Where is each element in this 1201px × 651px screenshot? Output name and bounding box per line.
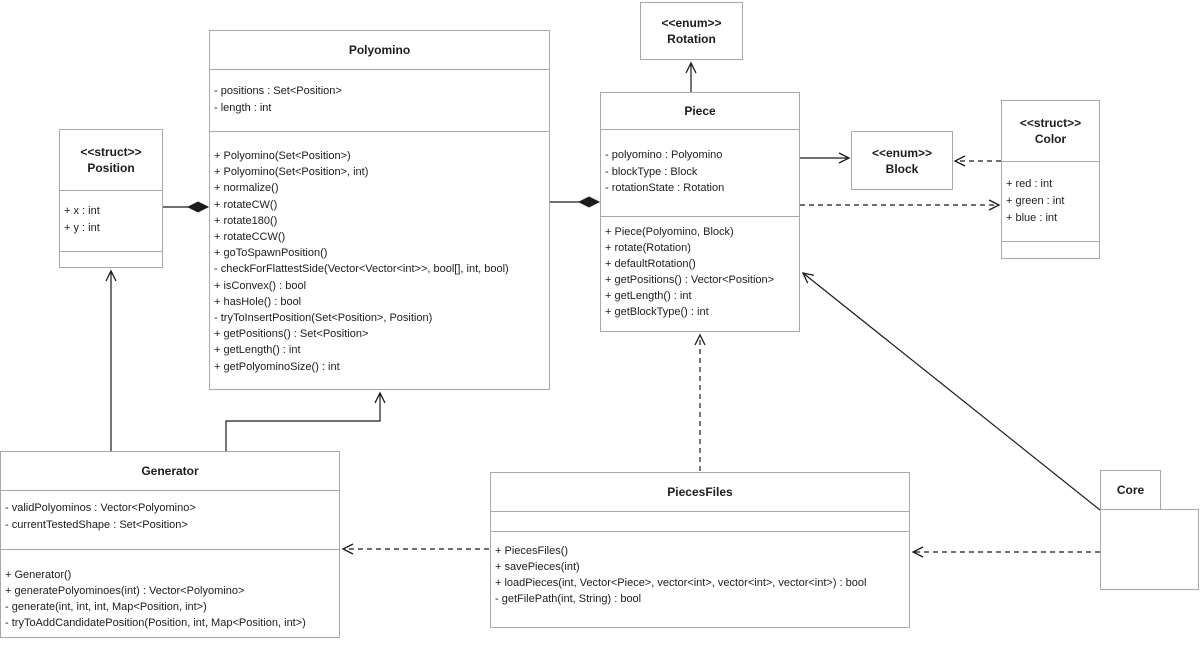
package-name: Core <box>1116 483 1145 497</box>
class-polyomino[interactable]: Polyomino - positions : Set<Position> - … <box>209 30 550 390</box>
method-row: + rotate(Rotation) <box>605 242 691 254</box>
method-row: + isConvex() : bool <box>214 279 307 292</box>
class-header: Piece <box>601 93 799 130</box>
class-header: PiecesFiles <box>491 473 909 512</box>
class-name: PiecesFiles <box>667 485 733 499</box>
enum-block[interactable]: <<enum>> Block <box>851 131 953 190</box>
class-piece[interactable]: Piece - polyomino : Polyomino - blockTyp… <box>600 92 800 332</box>
class-name: Block <box>885 161 919 176</box>
method-row: + rotateCCW() <box>214 231 286 244</box>
method-row: - tryToInsertPosition(Set<Position>, Pos… <box>214 312 433 325</box>
class-stereotype: <<struct>> <box>1019 116 1082 130</box>
class-header: Generator <box>1 452 339 491</box>
method-row: + PiecesFiles() <box>495 545 569 557</box>
methods-section: + Polyomino(Set<Position>) + Polyomino(S… <box>210 132 549 389</box>
enum-rotation[interactable]: <<enum>> Rotation <box>640 2 743 60</box>
methods-section <box>60 252 162 267</box>
class-stereotype: <<struct>> <box>80 145 142 159</box>
method-row: + Piece(Polyomino, Block) <box>605 226 734 238</box>
class-stereotype: <<enum>> <box>871 145 933 160</box>
method-row: + hasHole() : bool <box>214 295 302 308</box>
attributes-section: - positions : Set<Position> - length : i… <box>210 70 549 132</box>
class-name: Piece <box>684 104 716 118</box>
method-row: + getBlockType() : int <box>605 306 709 318</box>
method-row: + Polyomino(Set<Position>, int) <box>214 166 369 179</box>
class-name: Rotation <box>667 32 716 46</box>
attribute-row: + x : int <box>64 205 100 217</box>
method-row: + savePieces(int) <box>495 561 580 573</box>
method-row: + getLength() : int <box>214 344 301 357</box>
method-row: - checkForFlattestSide(Vector<Vector<int… <box>214 263 509 276</box>
attribute-row: - polyomino : Polyomino <box>605 149 723 161</box>
attributes-section: - validPolyominos : Vector<Polyomino> - … <box>1 491 339 550</box>
method-row: + normalize() <box>214 182 279 195</box>
method-row: + generatePolyominoes(int) : Vector<Poly… <box>5 585 245 597</box>
association-core-piece[interactable] <box>801 272 1101 511</box>
struct-position[interactable]: <<struct>> Position + x : int + y : int <box>59 129 163 268</box>
method-row: + Generator() <box>5 569 72 581</box>
attributes-section <box>491 512 909 532</box>
method-row: - generate(int, int, int, Map<Position, … <box>5 601 207 613</box>
method-row: + Polyomino(Set<Position>) <box>214 150 351 162</box>
attribute-row: + green : int <box>1006 195 1065 207</box>
method-row: + defaultRotation() <box>605 258 696 270</box>
package-core-body[interactable] <box>1100 509 1199 590</box>
class-header: <<struct>> Color <box>1002 101 1099 162</box>
class-name: Color <box>1034 132 1067 146</box>
attribute-row: - blockType : Block <box>605 165 698 178</box>
class-name: Generator <box>141 464 199 478</box>
attribute-row: - positions : Set<Position> <box>214 85 342 97</box>
methods-section: + PiecesFiles() + savePieces(int) + load… <box>491 532 909 627</box>
methods-section <box>1002 242 1099 258</box>
methods-section: + Piece(Polyomino, Block) + rotate(Rotat… <box>601 217 799 331</box>
method-row: - tryToAddCandidatePosition(Position, in… <box>5 617 306 629</box>
method-row: + goToSpawnPosition() <box>214 247 328 260</box>
method-row: + getLength() : int <box>605 290 692 302</box>
class-piecesfiles[interactable]: PiecesFiles + PiecesFiles() + savePieces… <box>490 472 910 628</box>
methods-section: + Generator() + generatePolyominoes(int)… <box>1 550 339 637</box>
method-row: + loadPieces(int, Vector<Piece>, vector<… <box>495 577 867 589</box>
class-header: <<enum>> Rotation <box>641 3 742 59</box>
attributes-section: + red : int + green : int + blue : int <box>1002 162 1099 242</box>
package-core[interactable]: Core <box>1100 470 1161 510</box>
attribute-row: + blue : int <box>1006 212 1058 224</box>
class-stereotype: <<enum>> <box>661 16 722 30</box>
method-row: + getPositions() : Set<Position> <box>214 328 369 341</box>
attribute-row: - rotationState : Rotation <box>605 182 725 194</box>
method-row: - getFilePath(int, String) : bool <box>495 593 642 605</box>
attribute-row: - currentTestedShape : Set<Position> <box>5 518 188 531</box>
class-header: <<struct>> Position <box>60 130 162 191</box>
method-row: + getPositions() : Vector<Position> <box>605 274 775 286</box>
attributes-section: - polyomino : Polyomino - blockType : Bl… <box>601 130 799 217</box>
attribute-row: + red : int <box>1006 178 1053 190</box>
attribute-row: - validPolyominos : Vector<Polyomino> <box>5 502 196 514</box>
attribute-row: - length : int <box>214 102 272 114</box>
attributes-section: + x : int + y : int <box>60 191 162 252</box>
class-header: Polyomino <box>210 31 549 70</box>
attribute-row: + y : int <box>64 222 100 234</box>
method-row: + rotate180() <box>214 214 278 227</box>
class-name: Position <box>87 161 135 175</box>
method-row: + rotateCW() <box>214 198 278 211</box>
method-row: + getPolyominoSize() : int <box>214 360 340 373</box>
class-header: <<enum>> Block <box>852 132 952 189</box>
association-generator-polyomino[interactable] <box>225 391 386 451</box>
struct-color[interactable]: <<struct>> Color + red : int + green : i… <box>1001 100 1100 259</box>
class-generator[interactable]: Generator - validPolyominos : Vector<Pol… <box>0 451 340 638</box>
class-name: Polyomino <box>348 43 411 57</box>
